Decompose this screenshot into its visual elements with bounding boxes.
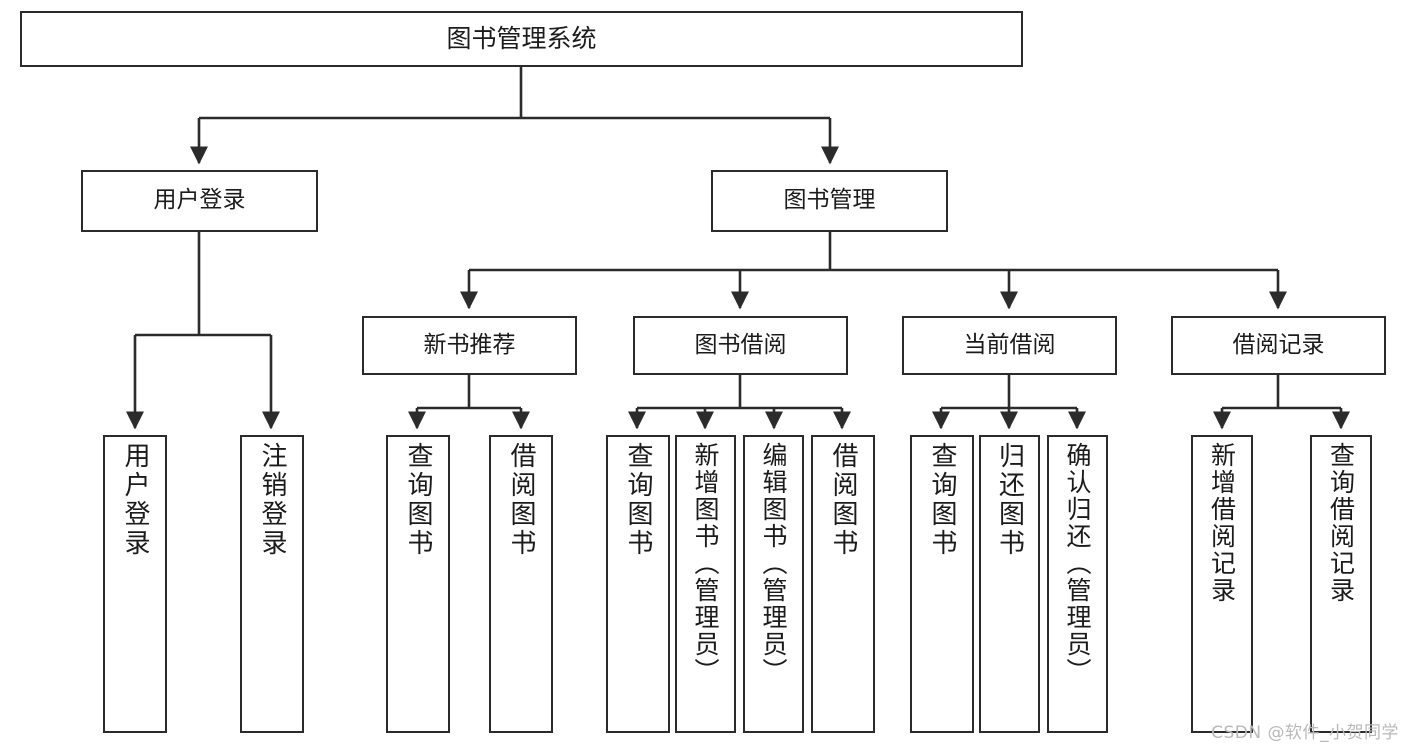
node-new-book-recommend[interactable]: 新书推荐: [362, 316, 577, 375]
node-new-book-recommend-label: 新书推荐: [423, 331, 516, 358]
node-leaf-add-record[interactable]: 新增借阅记录: [1191, 435, 1253, 733]
node-leaf-query-record[interactable]: 查询借阅记录: [1310, 435, 1372, 733]
node-leaf-query-book-3-label: 查询图书: [927, 442, 957, 558]
node-leaf-confirm-return[interactable]: 确认归还（管理员）: [1047, 435, 1108, 733]
node-leaf-edit-book[interactable]: 编辑图书（管理员）: [743, 435, 804, 733]
node-book-borrow-label: 图书借阅: [694, 331, 787, 358]
node-leaf-add-record-label: 新增借阅记录: [1207, 442, 1237, 604]
node-leaf-borrow-book-1-label: 借阅图书: [506, 442, 536, 558]
node-leaf-borrow-book-1[interactable]: 借阅图书: [489, 435, 553, 733]
node-user-login-label: 用户登录: [153, 187, 246, 214]
node-root[interactable]: 图书管理系统: [20, 11, 1023, 67]
node-leaf-user-logout-label: 注销登录: [257, 442, 287, 558]
node-borrow-record[interactable]: 借阅记录: [1171, 316, 1386, 375]
node-borrow-record-label: 借阅记录: [1232, 331, 1325, 358]
node-user-login[interactable]: 用户登录: [81, 170, 318, 232]
node-current-borrow[interactable]: 当前借阅: [902, 316, 1117, 375]
node-leaf-return-book[interactable]: 归还图书: [979, 435, 1040, 733]
node-leaf-user-login-label: 用户登录: [120, 442, 150, 558]
node-leaf-query-record-label: 查询借阅记录: [1326, 442, 1356, 604]
node-leaf-query-book-1-label: 查询图书: [403, 442, 433, 558]
node-leaf-return-book-label: 归还图书: [994, 442, 1025, 558]
node-root-label: 图书管理系统: [446, 24, 597, 53]
node-leaf-borrow-book-2[interactable]: 借阅图书: [811, 435, 875, 733]
node-book-borrow[interactable]: 图书借阅: [633, 316, 848, 375]
node-leaf-add-book-label: 新增图书（管理员）: [691, 442, 720, 685]
node-leaf-user-login[interactable]: 用户登录: [103, 435, 167, 733]
node-leaf-user-logout[interactable]: 注销登录: [240, 435, 304, 733]
watermark-text: CSDN @软件_小贺同学: [1211, 723, 1399, 743]
node-leaf-query-book-2-label: 查询图书: [623, 442, 653, 558]
node-current-borrow-label: 当前借阅: [963, 331, 1056, 358]
node-book-manage[interactable]: 图书管理: [711, 170, 948, 232]
node-leaf-query-book-3[interactable]: 查询图书: [910, 435, 974, 733]
node-leaf-query-book-1[interactable]: 查询图书: [386, 435, 450, 733]
node-leaf-query-book-2[interactable]: 查询图书: [606, 435, 670, 733]
node-book-manage-label: 图书管理: [783, 187, 876, 214]
node-leaf-edit-book-label: 编辑图书（管理员）: [759, 442, 788, 685]
node-leaf-add-book[interactable]: 新增图书（管理员）: [675, 435, 736, 733]
node-leaf-borrow-book-2-label: 借阅图书: [828, 442, 858, 558]
node-leaf-confirm-return-label: 确认归还（管理员）: [1063, 442, 1092, 685]
